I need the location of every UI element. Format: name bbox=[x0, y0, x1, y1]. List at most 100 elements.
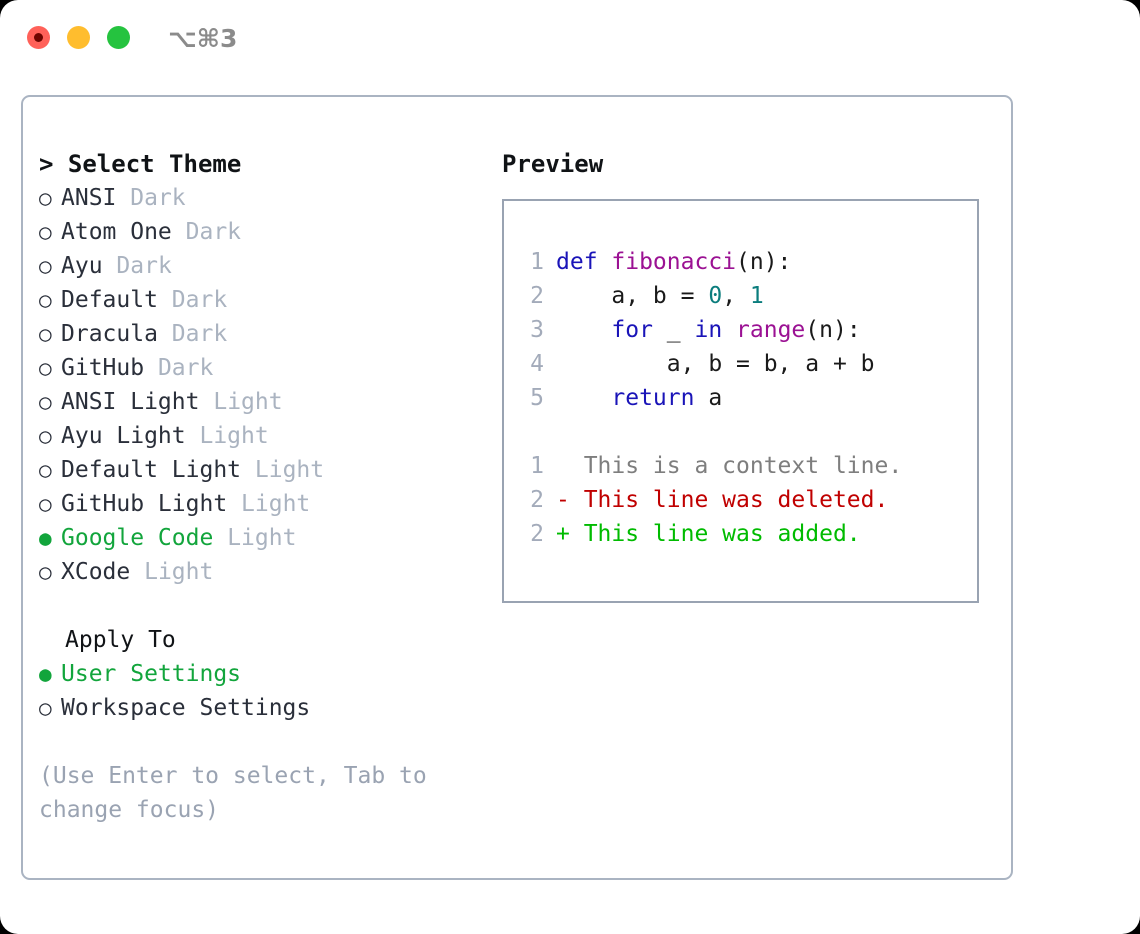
theme-variant-badge: Light bbox=[241, 491, 311, 517]
radio-unselected-icon[interactable]: ○ bbox=[39, 560, 52, 584]
spacer bbox=[186, 419, 200, 453]
line-number: 2 bbox=[530, 521, 544, 547]
diff-line: 2 + This line was added. bbox=[504, 517, 977, 551]
theme-variant-badge: Light bbox=[213, 389, 283, 415]
theme-list-item[interactable]: ○ GitHub Dark bbox=[39, 351, 479, 385]
radio-unselected-icon[interactable]: ○ bbox=[39, 424, 52, 448]
spacer bbox=[158, 317, 172, 351]
apply-to-option[interactable]: ●User Settings bbox=[39, 657, 479, 691]
diff-sample: 1 This is a context line. 2 - This line wa… bbox=[504, 449, 977, 551]
line-number: 3 bbox=[530, 317, 544, 343]
theme-list-item[interactable]: ○ ANSI Light Light bbox=[39, 385, 479, 419]
radio-unselected-icon[interactable]: ○ bbox=[39, 356, 52, 380]
diff-line: 1 This is a context line. bbox=[504, 449, 977, 483]
theme-name: ANSI Light bbox=[61, 389, 200, 415]
theme-variant-badge: Light bbox=[144, 559, 214, 585]
theme-name: Ayu Light bbox=[61, 423, 186, 449]
theme-variant-badge: Dark bbox=[171, 287, 228, 313]
code-line: 2 a, b = 0, 1 bbox=[504, 279, 977, 313]
select-theme-heading: > Select Theme bbox=[39, 150, 242, 178]
theme-list-item[interactable]: ○ Ayu Light Light bbox=[39, 419, 479, 453]
code-token-plain: (n): bbox=[736, 249, 792, 275]
spacer bbox=[103, 249, 117, 283]
title-bar: ⌥⌘3 bbox=[0, 0, 1140, 78]
line-number: 2 bbox=[530, 283, 544, 309]
apply-to-option[interactable]: ○ Workspace Settings bbox=[39, 691, 479, 725]
radio-unselected-icon[interactable]: ○ bbox=[39, 322, 52, 346]
code-line-text: for _ in range(n): bbox=[556, 313, 861, 347]
spacer bbox=[199, 385, 213, 419]
radio-selected-icon[interactable]: ● bbox=[39, 526, 52, 550]
close-window-button[interactable] bbox=[27, 26, 50, 49]
theme-list-item[interactable]: ○Dracula Dark bbox=[39, 317, 479, 351]
spacer bbox=[213, 521, 227, 555]
theme-list-item[interactable]: ● Google Code Light bbox=[39, 521, 479, 555]
traffic-light-group bbox=[27, 26, 130, 49]
theme-list-item[interactable]: ○ANSI Dark bbox=[39, 181, 479, 215]
code-token-kw: for bbox=[611, 317, 653, 343]
code-token-kw: def bbox=[556, 249, 612, 275]
spacer bbox=[39, 589, 479, 623]
code-token-plain: a, b = b, a + b bbox=[556, 351, 875, 377]
theme-list[interactable]: ○ANSI Dark○Atom One Dark○Ayu Dark○Defaul… bbox=[39, 181, 479, 589]
radio-unselected-icon[interactable]: ○ bbox=[39, 254, 52, 278]
theme-list-item[interactable]: ○ GitHub Light Light bbox=[39, 487, 479, 521]
code-line-text: a, b = 0, 1 bbox=[556, 279, 763, 313]
code-token-plain bbox=[722, 317, 736, 343]
line-number: 1 bbox=[530, 249, 544, 275]
radio-unselected-icon[interactable]: ○ bbox=[39, 492, 52, 516]
radio-unselected-icon[interactable]: ○ bbox=[39, 220, 52, 244]
code-line-text: return a bbox=[556, 381, 722, 415]
spacer bbox=[130, 555, 144, 589]
code-token-plain: a bbox=[694, 385, 723, 411]
theme-variant-badge: Light bbox=[199, 423, 269, 449]
line-number: 1 bbox=[530, 453, 544, 479]
theme-list-item[interactable]: ○Ayu Dark bbox=[39, 249, 479, 283]
spacer bbox=[227, 487, 241, 521]
minimize-window-button[interactable] bbox=[67, 26, 90, 49]
diff-line-text-ctx: This is a context line. bbox=[556, 453, 903, 479]
diff-line-text-add: + This line was added. bbox=[556, 521, 861, 547]
radio-selected-icon[interactable]: ● bbox=[39, 662, 52, 686]
theme-name: GitHub bbox=[61, 355, 145, 381]
spacer bbox=[241, 453, 255, 487]
radio-unselected-icon[interactable]: ○ bbox=[39, 390, 52, 414]
theme-variant-badge: Dark bbox=[157, 355, 214, 381]
code-token-plain: (n): bbox=[805, 317, 861, 343]
theme-list-item[interactable]: ○ Default Dark bbox=[39, 283, 479, 317]
theme-variant-badge: Light bbox=[227, 525, 297, 551]
radio-unselected-icon[interactable]: ○ bbox=[39, 696, 52, 720]
spacer bbox=[158, 283, 172, 317]
theme-name: Ayu bbox=[61, 253, 103, 279]
theme-variant-badge: Dark bbox=[171, 321, 228, 347]
apply-to-option-label: Workspace Settings bbox=[61, 695, 311, 721]
code-token-plain bbox=[556, 317, 611, 343]
theme-name: Default bbox=[61, 287, 158, 313]
theme-list-item[interactable]: ○XCode Light bbox=[39, 555, 479, 589]
code-token-fn: fibonacci bbox=[611, 249, 737, 275]
apply-to-list[interactable]: ●User Settings ○ Workspace Settings bbox=[39, 657, 479, 725]
maximize-window-button[interactable] bbox=[107, 26, 130, 49]
radio-unselected-icon[interactable]: ○ bbox=[39, 288, 52, 312]
radio-unselected-icon[interactable]: ○ bbox=[39, 186, 52, 210]
theme-selector-column: > Select Theme ○ANSI Dark○Atom One Dark○… bbox=[39, 147, 479, 827]
code-token-plain: a, b = bbox=[556, 283, 709, 309]
theme-name: GitHub Light bbox=[61, 491, 228, 517]
apply-to-heading: Apply To bbox=[65, 627, 176, 653]
code-line: 1 def fibonacci(n): bbox=[504, 245, 977, 279]
theme-name: ANSI bbox=[61, 185, 117, 211]
code-token-kw: return bbox=[611, 385, 695, 411]
main-panel: > Select Theme ○ANSI Dark○Atom One Dark○… bbox=[21, 95, 1013, 880]
radio-unselected-icon[interactable]: ○ bbox=[39, 458, 52, 482]
code-token-plain: , bbox=[722, 283, 750, 309]
diff-line-text-del: - This line was deleted. bbox=[556, 487, 889, 513]
theme-list-item[interactable]: ○Default Light Light bbox=[39, 453, 479, 487]
theme-variant-badge: Dark bbox=[185, 219, 242, 245]
theme-name: Google Code bbox=[61, 525, 214, 551]
theme-list-item[interactable]: ○Atom One Dark bbox=[39, 215, 479, 249]
code-token-plain bbox=[556, 385, 611, 411]
